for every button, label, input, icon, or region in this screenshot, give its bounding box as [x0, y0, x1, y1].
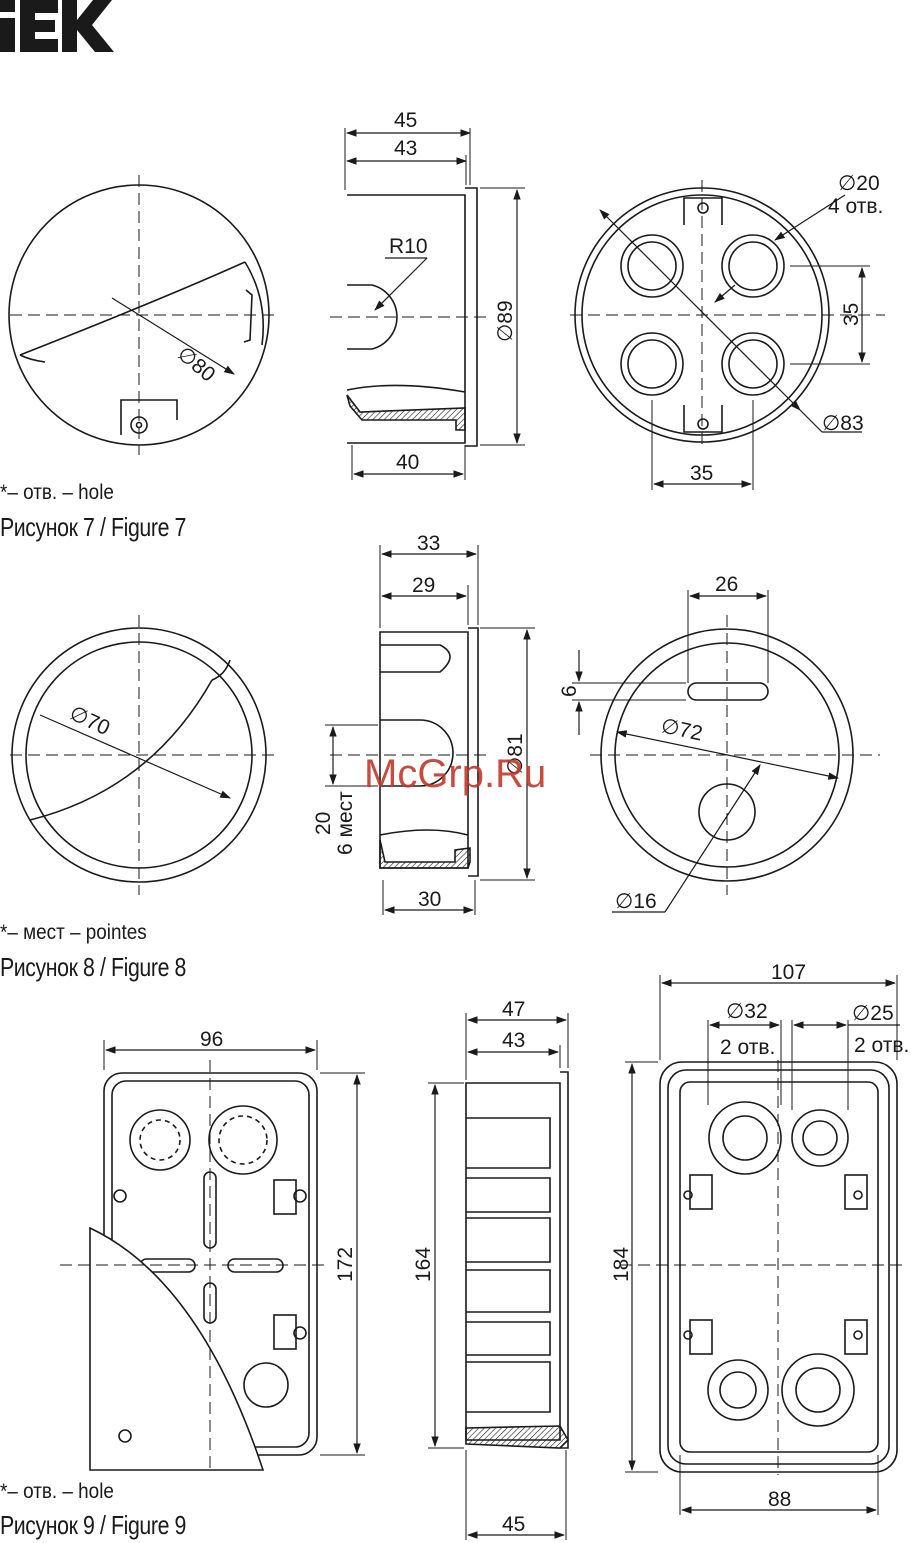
fig7-caption: Рисунок 7 / Figure 7 — [0, 512, 186, 543]
fig9-caption: Рисунок 9 / Figure 9 — [0, 1510, 186, 1541]
fig9-dim-45: 45 — [502, 1513, 525, 1536]
fig7-dim-d80: ∅80 — [173, 342, 220, 386]
fig7-dim-43: 43 — [394, 137, 417, 160]
fig9-dim-172: 172 — [334, 1247, 357, 1282]
fig7-dim-35-horizontal: 35 — [690, 462, 713, 485]
fig7-dim-d20: ∅20 — [838, 172, 880, 195]
fig7-dim-d89: ∅89 — [494, 300, 517, 342]
fig8-dim-d16: ∅16 — [615, 890, 657, 913]
fig7-back-view — [570, 180, 885, 490]
fig7-dim-35-vertical: 35 — [840, 303, 863, 326]
fig9-side-view — [428, 1013, 568, 1540]
fig9-note: *– отв. – hole — [0, 1480, 114, 1504]
fig8-side-view — [325, 545, 535, 915]
fig9-dim-107: 107 — [771, 961, 806, 984]
fig9-dim-2holes-b: 2 отв. — [854, 1034, 909, 1057]
fig8-dim-6places: 6 мест — [334, 791, 357, 855]
fig9-dim-88: 88 — [768, 1488, 791, 1511]
fig8-caption: Рисунок 8 / Figure 8 — [0, 952, 186, 983]
fig9-front-view — [60, 1040, 365, 1470]
watermark: McGrp.Ru — [364, 752, 546, 797]
fig9-dim-96: 96 — [200, 1028, 223, 1051]
fig8-note: *– мест – pointes — [0, 921, 147, 945]
fig7-dim-4holes: 4 отв. — [828, 195, 883, 218]
fig8-dim-26: 26 — [715, 573, 738, 596]
fig8-dim-20: 20 — [312, 812, 335, 835]
fig8-dim-33: 33 — [417, 532, 440, 555]
fig8-dim-d70: ∅70 — [66, 702, 113, 740]
fig8-back-view — [572, 590, 880, 912]
fig8-dim-30: 30 — [418, 888, 441, 911]
fig9-dim-d25: ∅25 — [852, 1002, 894, 1025]
fig7-dim-40: 40 — [396, 451, 419, 474]
fig7-note: *– отв. – hole — [0, 481, 114, 505]
fig7-dim-45: 45 — [394, 109, 417, 132]
fig8-dim-d72: ∅72 — [659, 714, 705, 745]
fig7-dim-r10: R10 — [389, 235, 428, 258]
fig8-front-view — [10, 615, 280, 895]
fig9-dim-d32: ∅32 — [726, 1000, 768, 1023]
fig9-dim-184: 184 — [610, 1247, 633, 1282]
fig9-dim-43: 43 — [502, 1029, 525, 1052]
fig8-dim-6: 6 — [558, 685, 581, 697]
fig8-dim-29: 29 — [412, 574, 435, 597]
fig9-dim-164: 164 — [412, 1247, 435, 1282]
fig7-dim-d83: ∅83 — [822, 412, 864, 435]
fig7-front-view — [9, 175, 280, 455]
fig9-dim-2holes-a: 2 отв. — [720, 1036, 775, 1059]
fig9-dim-47: 47 — [502, 998, 525, 1021]
